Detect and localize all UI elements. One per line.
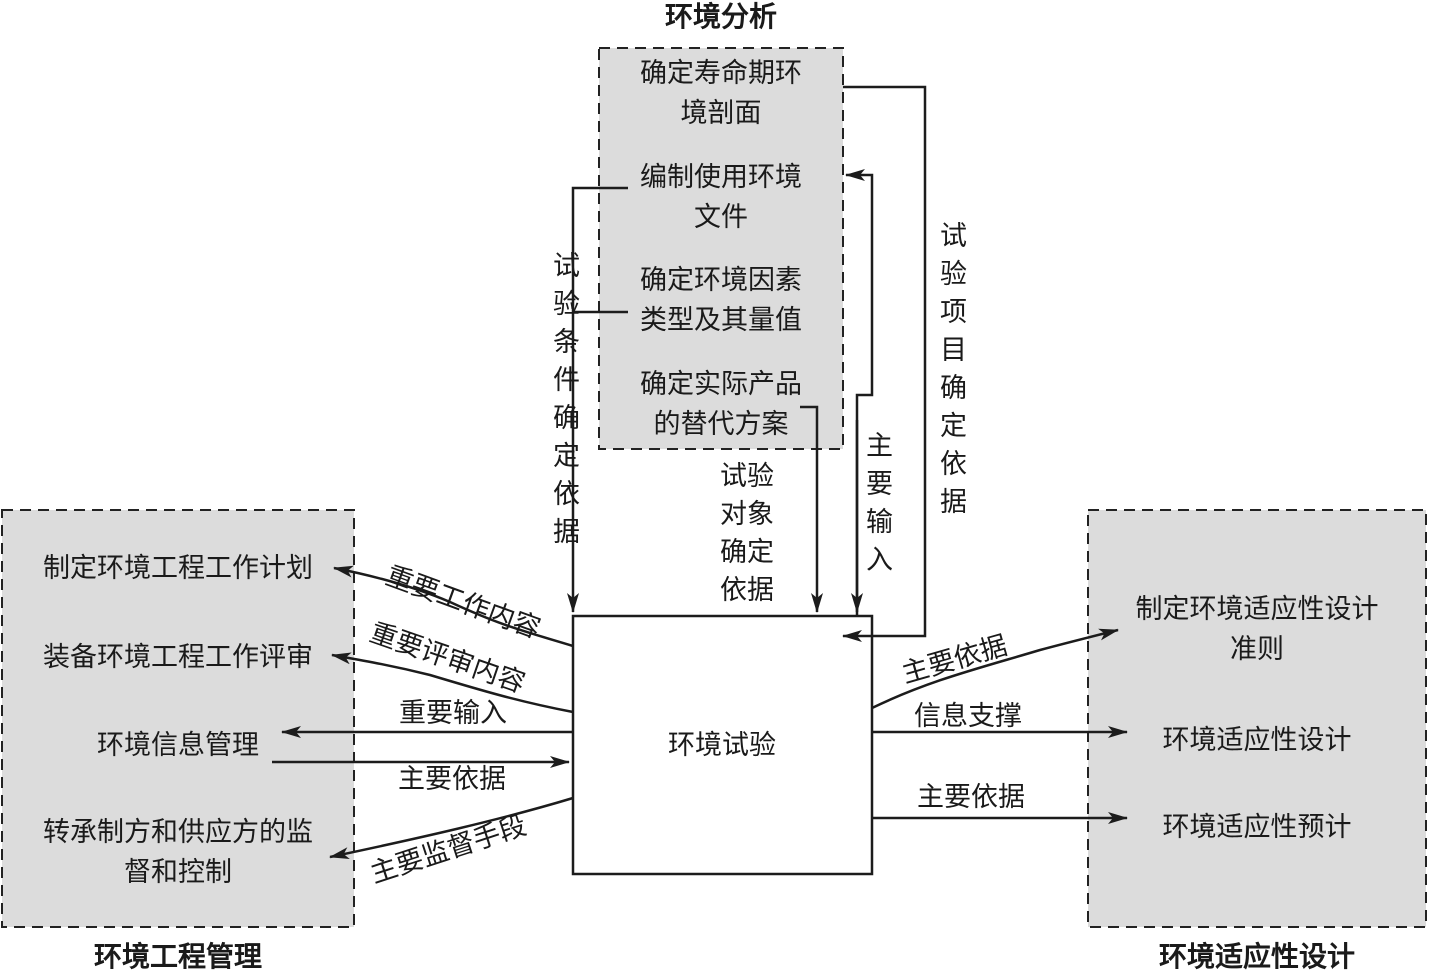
top-item-life-profile: 确定寿命期环 境剖面: [640, 58, 802, 129]
svg-text:文件: 文件: [694, 202, 748, 233]
top-item-usage-document: 编制使用环境 文件: [640, 162, 802, 233]
left-item-supervision: 转承制方和供应方的监 督和控制: [43, 817, 313, 888]
svg-text:准则: 准则: [1230, 634, 1284, 665]
edge-test-object-basis: [800, 405, 823, 613]
svg-text:确定: 确定: [720, 537, 774, 568]
environment-test-box: [571, 614, 874, 876]
left-item-work-plan: 制定环境工程工作计划: [43, 553, 313, 584]
panel-environment-adaptability-design: [1087, 509, 1427, 928]
label-main-basis-right-2: 主要依据: [917, 782, 1025, 813]
label-main-supervision-means: 主要监督手段: [367, 810, 531, 890]
top-item-substitute-plan: 确定实际产品 的替代方案: [640, 369, 802, 440]
edge-main-basis-right-1: [871, 628, 1119, 710]
right-item-adaptability-prediction: 环境适应性预计: [1163, 812, 1352, 843]
svg-text:转承制方和供应方的监: 转承制方和供应方的监: [43, 817, 313, 848]
svg-text:确定寿命期环: 确定寿命期环: [640, 58, 802, 89]
svg-text:督和控制: 督和控制: [124, 857, 232, 888]
right-item-design-criteria: 制定环境适应性设计 准则: [1136, 594, 1379, 665]
label-main-basis-right-1: 主要依据: [898, 630, 1010, 690]
label-test-condition-basis: 试验条件确定依据: [553, 251, 580, 548]
panel-environment-engineering-management: [1, 509, 355, 928]
panel-environment-analysis: [598, 47, 844, 450]
edge-important-work-content: [333, 565, 574, 648]
svg-text:确定实际产品: 确定实际产品: [640, 369, 802, 400]
right-item-adaptability-design: 环境适应性设计: [1163, 725, 1352, 756]
left-item-work-review: 装备环境工程工作评审: [43, 642, 313, 673]
top-item-environment-factors: 确定环境因素 类型及其量值: [640, 265, 802, 336]
svg-text:对象: 对象: [720, 499, 774, 530]
panel-title-right: 环境适应性设计: [1159, 940, 1355, 973]
left-item-info-management: 环境信息管理: [97, 730, 259, 761]
center-label: 环境试验: [668, 730, 776, 761]
svg-text:制定环境适应性设计: 制定环境适应性设计: [1136, 594, 1379, 625]
label-main-basis-left: 主要依据: [398, 764, 506, 795]
label-main-input-top: 主要输入: [866, 431, 893, 576]
label-important-input: 重要输入: [399, 698, 507, 729]
svg-text:的替代方案: 的替代方案: [654, 409, 789, 440]
svg-text:试验: 试验: [720, 461, 774, 492]
edge-test-condition-basis: [567, 186, 628, 613]
panel-title-left: 环境工程管理: [94, 940, 262, 973]
edge-test-item-basis: [842, 85, 927, 642]
label-test-object-basis: 试验 对象 确定 依据: [720, 461, 774, 606]
svg-text:依据: 依据: [720, 575, 774, 606]
label-test-item-basis: 试验项目确定依据: [940, 221, 967, 518]
svg-text:类型及其量值: 类型及其量值: [640, 305, 802, 336]
edge-important-review-content: [331, 652, 574, 714]
panel-title-top: 环境分析: [665, 0, 777, 33]
label-info-support: 信息支撑: [914, 701, 1022, 732]
svg-text:境剖面: 境剖面: [681, 98, 762, 129]
svg-text:确定环境因素: 确定环境因素: [640, 265, 802, 296]
edge-main-supervision-means: [329, 796, 574, 859]
svg-text:编制使用环境: 编制使用环境: [640, 162, 802, 193]
